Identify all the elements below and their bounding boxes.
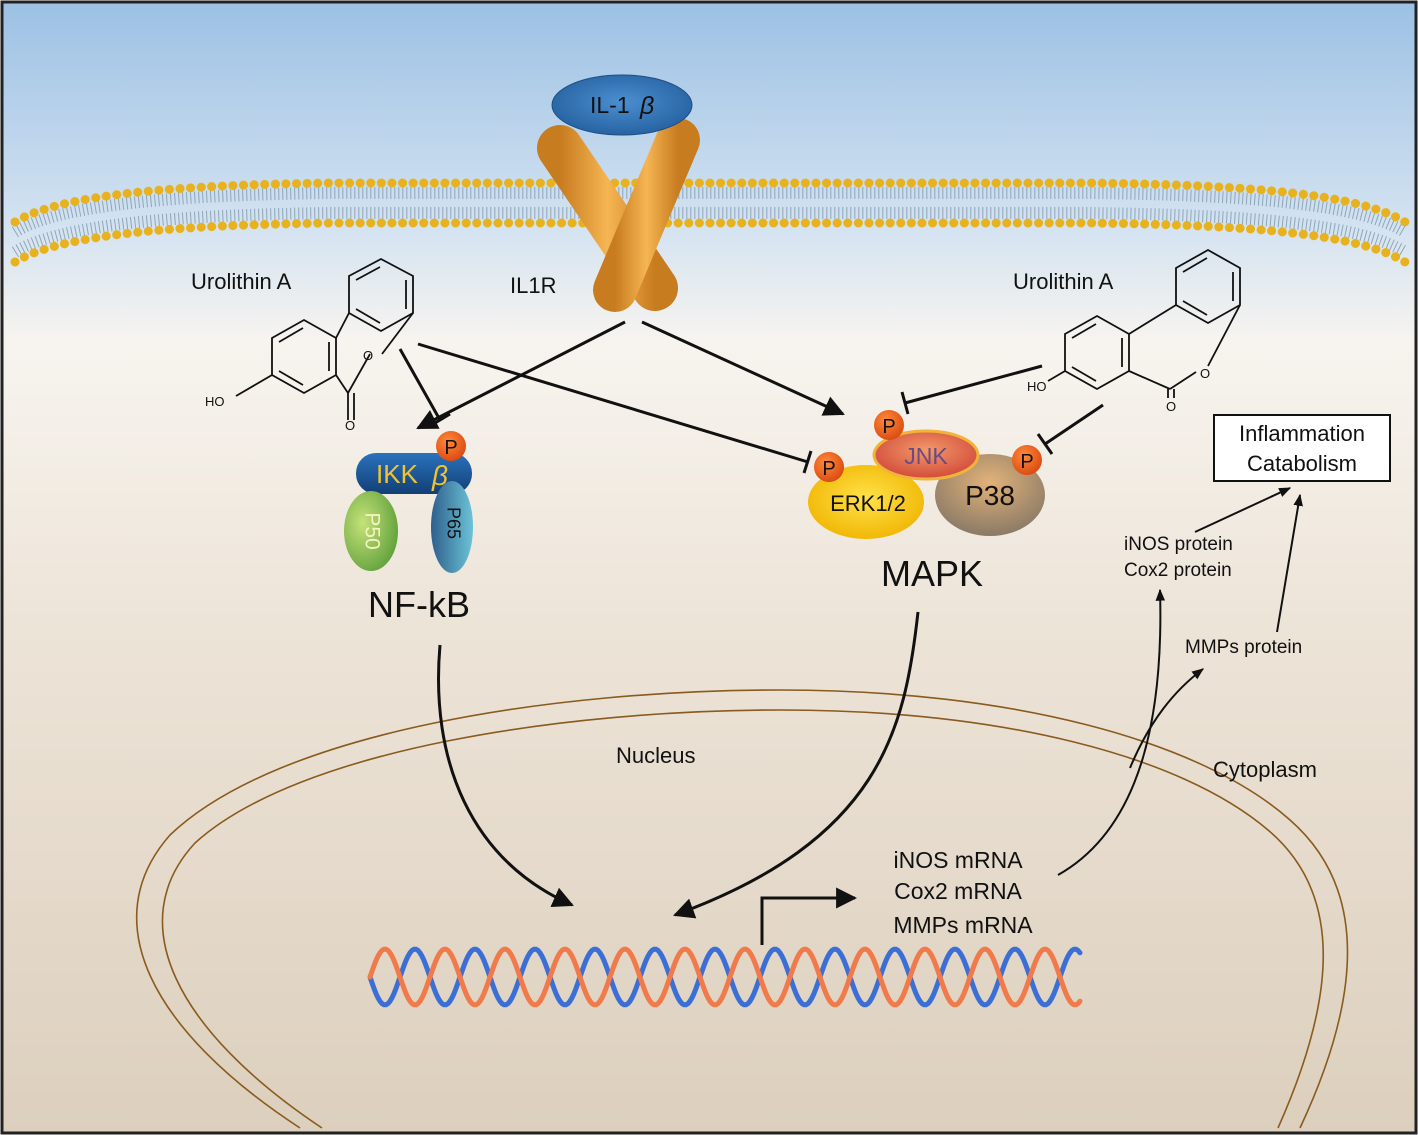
p50-label: P50 [360, 512, 383, 549]
urolithin-right-structure [1047, 248, 1241, 398]
il1b-name: IL-1 [590, 92, 630, 118]
inos-mrna-label: iNOS mRNA [893, 847, 1023, 873]
cox2-mrna-label: Cox2 mRNA [894, 878, 1022, 904]
il1r-receptor [537, 118, 700, 312]
mmps-protein-label: MMPs protein [1185, 637, 1302, 658]
mapk-complex: ERK1/2 P38 JNK P P P [808, 410, 1045, 539]
cell-membrane [10, 178, 1410, 267]
p50-subunit [344, 491, 398, 571]
outcome-catabolism: Catabolism [1247, 451, 1357, 476]
urolithin-right-label: Urolithin A [1013, 269, 1114, 294]
erk-kinase [808, 465, 924, 539]
nfkb-complex: IKK β P50 P65 P [344, 431, 473, 573]
urolithin-inhibits-jnk [904, 364, 1043, 405]
inos-cox2-to-outcome-arrow [1194, 487, 1292, 533]
mapk-to-dna-arrow [673, 611, 920, 919]
urolithin-inhibits-erk-bar [802, 450, 813, 474]
urolithin-inhibits-jnk-bar [900, 391, 910, 415]
outcome-inflammation: Inflammation [1239, 421, 1365, 446]
ikk-phospho [436, 431, 466, 461]
ikk-symbol: β [431, 460, 448, 491]
urolithin-left-structure [235, 257, 414, 420]
erk-phospho [814, 452, 844, 482]
inos-protein-label: iNOS protein [1124, 534, 1233, 555]
jnk-label: JNK [904, 443, 948, 469]
dna-strand-orange [367, 946, 1083, 1008]
jnk-phospho-label: P [882, 416, 895, 438]
cytoplasm-label: Cytoplasm [1213, 757, 1317, 782]
ikk-phospho-label: P [444, 437, 457, 459]
urolithin-right-hydroxyl: HO [1027, 379, 1047, 394]
p38-kinase [935, 454, 1045, 536]
nuclear-envelope [135, 689, 1349, 1129]
il1b-ligand: IL-1 β [551, 74, 693, 136]
urolithin-inhibits-erk [417, 342, 809, 464]
il1r-label: IL1R [510, 273, 556, 298]
urolithin-left-carbonyl: O [345, 418, 355, 433]
dna-helix [367, 946, 1083, 1008]
ikk-label: IKK [376, 459, 419, 489]
urolithin-left-hydroxyl: HO [205, 394, 225, 409]
urolithin-a-left: Urolithin A O O HO [191, 257, 414, 433]
mapk-label: MAPK [881, 553, 983, 594]
nfkb-label: NF-kB [368, 584, 470, 625]
urolithin-left-oxygen: O [363, 348, 373, 363]
urolithin-inhibits-p38 [1044, 403, 1104, 446]
transcription-start-arrow [760, 887, 858, 945]
p38-phospho-label: P [1020, 451, 1033, 473]
ikk-beta [356, 453, 472, 494]
jnk-phospho [874, 410, 904, 440]
erk-phospho-label: P [822, 458, 835, 480]
urolithin-left-label: Urolithin A [191, 269, 292, 294]
urolithin-inhibits-ikk-bar [429, 412, 451, 428]
urolithin-inhibits-p38-bar [1036, 433, 1054, 455]
cox2-protein-label: Cox2 protein [1124, 560, 1232, 581]
urolithin-a-right: Urolithin A O O HO [1013, 248, 1241, 414]
outcome-box: Inflammation Catabolism [1213, 414, 1391, 482]
dna-strand-blue [367, 946, 1083, 1008]
urolithin-right-carbonyl: O [1166, 399, 1176, 414]
p38-phospho [1012, 445, 1042, 475]
jnk-kinase [872, 429, 980, 481]
signal-edges [398, 320, 1104, 474]
urolithin-right-oxygen: O [1200, 366, 1210, 381]
mmps-to-outcome-arrow [1276, 493, 1303, 633]
p65-label: P65 [443, 507, 463, 539]
erk-label: ERK1/2 [830, 491, 906, 516]
il1b-symbol: β [639, 92, 654, 120]
mmps-mrna-label: MMPs mRNA [893, 912, 1033, 938]
p65-subunit [431, 481, 473, 573]
urolithin-inhibits-ikk [398, 348, 442, 421]
mrna-to-inos-cox2-arrow [1057, 588, 1166, 876]
mrna-to-mmps-arrow [1129, 668, 1204, 769]
il1r-to-mapk-arrow [641, 320, 845, 416]
nucleus-label: Nucleus [616, 743, 695, 768]
nfkb-to-dna-arrow [437, 644, 574, 907]
p38-label: P38 [965, 480, 1015, 511]
